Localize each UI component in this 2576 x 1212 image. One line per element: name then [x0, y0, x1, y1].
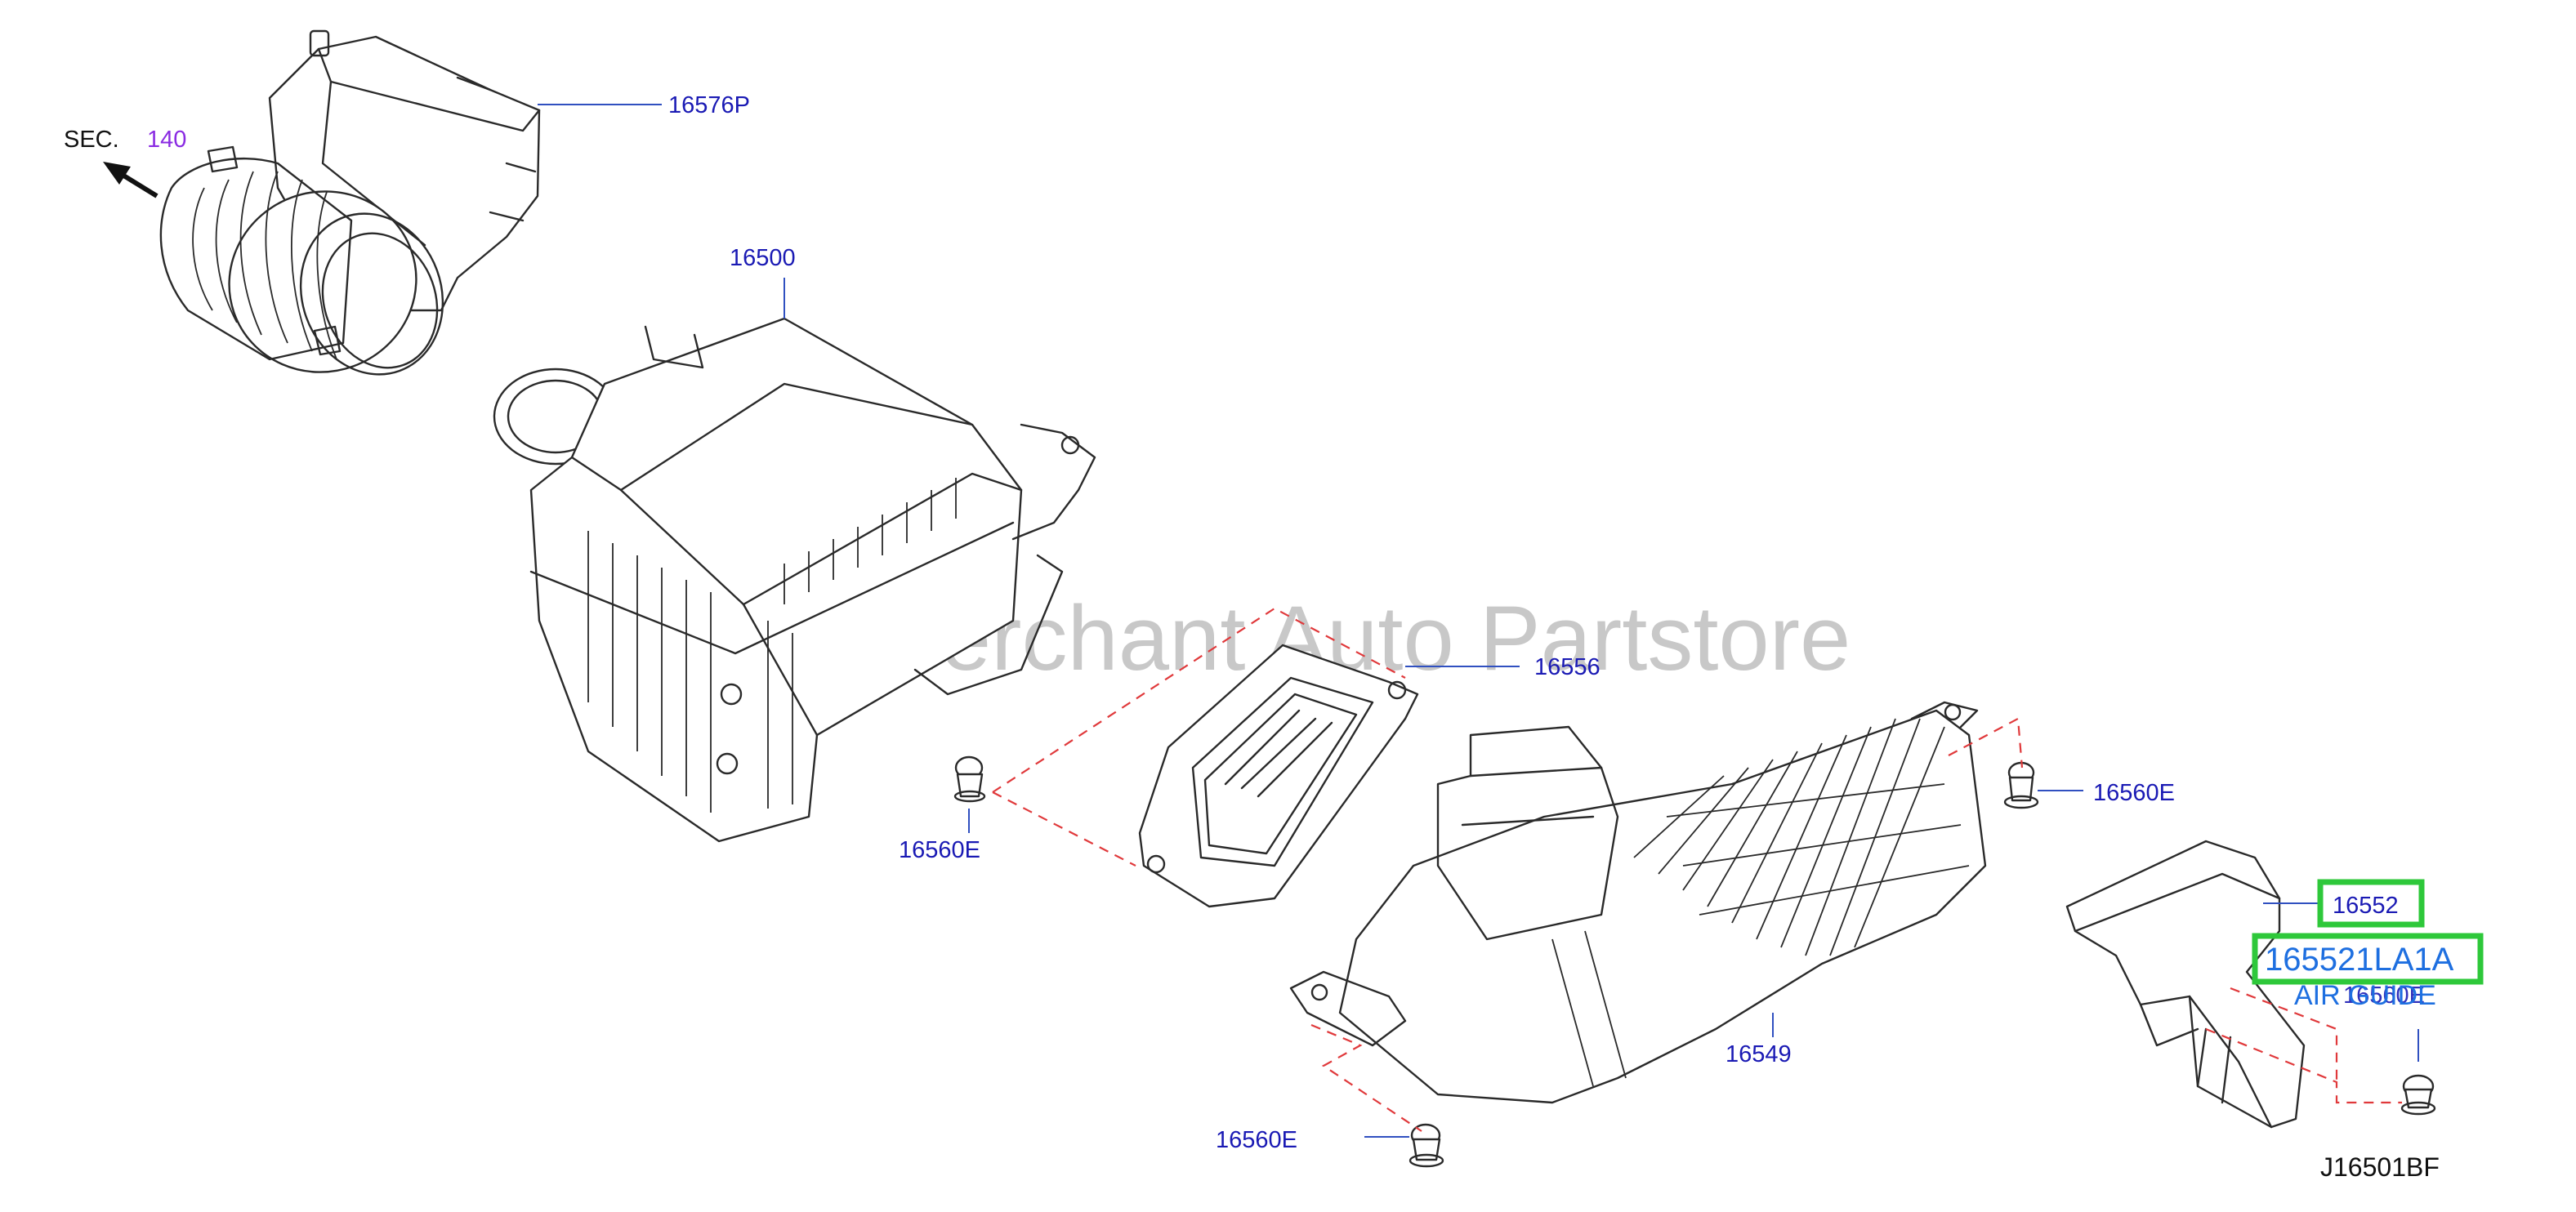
air-guide-drawing	[2065, 840, 2306, 1129]
clip-guide-drawing	[2400, 1074, 2436, 1116]
air-cleaner-lower-drawing	[1289, 701, 1987, 1104]
callout-16576P[interactable]: 16576P	[668, 92, 750, 118]
callout-16560E-left[interactable]: 16560E	[899, 837, 980, 863]
section-prefix: SEC.	[64, 127, 119, 153]
filter-element-drawing	[1138, 644, 1419, 908]
callout-16552[interactable]: 16552	[2333, 893, 2399, 919]
air-guide-part-number[interactable]: 165521LA1A	[2265, 942, 2454, 978]
callout-16500[interactable]: 16500	[730, 245, 796, 271]
highlight-box-16552	[2317, 879, 2425, 928]
arrow-icon	[103, 162, 158, 198]
air-guide-name[interactable]: AIR GUIDE	[2294, 980, 2436, 1011]
clip-left-drawing	[953, 755, 986, 803]
callout-16560E-guide[interactable]: 16560E	[2343, 983, 2425, 1009]
diagram-code: J16501BF	[2320, 1152, 2440, 1182]
callout-16560E-right[interactable]: 16560E	[2093, 780, 2175, 806]
intake-duct-drawing	[159, 29, 541, 376]
assembly-guide-lines	[992, 607, 2402, 1132]
callout-16560E-bottom[interactable]: 16560E	[1216, 1127, 1297, 1153]
section-reference[interactable]: SEC. 140	[64, 127, 186, 198]
clip-bottom-drawing	[1409, 1123, 1444, 1168]
leader-lines	[538, 104, 2419, 1138]
callout-16556[interactable]: 16556	[1534, 654, 1601, 680]
highlight-box-partno	[2252, 933, 2484, 985]
air-cleaner-upper-drawing	[493, 317, 1096, 843]
clip-right-drawing	[2003, 761, 2039, 809]
callout-16549[interactable]: 16549	[1726, 1041, 1792, 1067]
section-number[interactable]: 140	[147, 127, 186, 153]
